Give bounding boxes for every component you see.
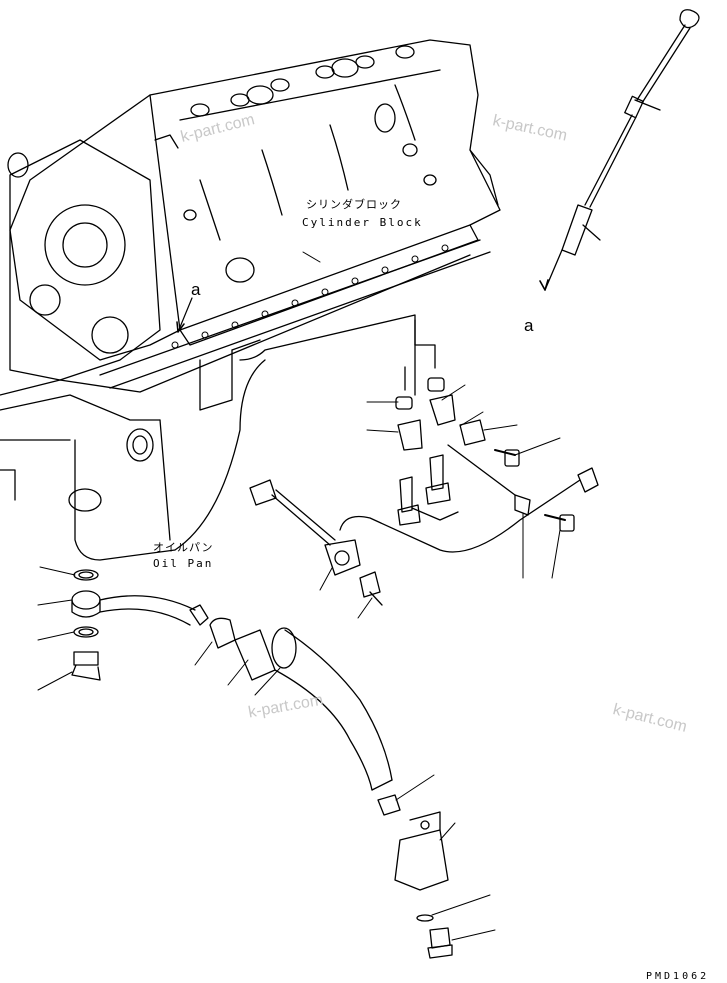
leader-lines [37,251,561,941]
ref-a-arrow-block [176,297,193,333]
filler-tube [189,604,401,816]
sensor-harness [249,479,581,606]
timing-cover [7,139,161,381]
block-bosses [183,45,437,283]
cylinder-block [7,39,501,389]
lower-bracket [394,811,453,959]
oil-pan-label-en: Oil Pan [153,557,214,570]
dipstick [539,9,700,291]
ref-label-a-left: a [191,280,201,299]
drain-stack [71,569,196,681]
cylinder-block-label-jp: シリンダブロック [306,198,402,211]
block-ribs [154,84,416,241]
drawing-code: PMD1062 [646,971,710,982]
ref-label-a-right: a [524,316,534,335]
bracket-cluster [395,319,599,532]
rail-bolt-holes [171,244,449,349]
cylinder-block-label-en: Cylinder Block [302,216,423,229]
oil-pan [0,254,471,561]
oil-pan-label-jp: オイルパン [153,541,214,554]
